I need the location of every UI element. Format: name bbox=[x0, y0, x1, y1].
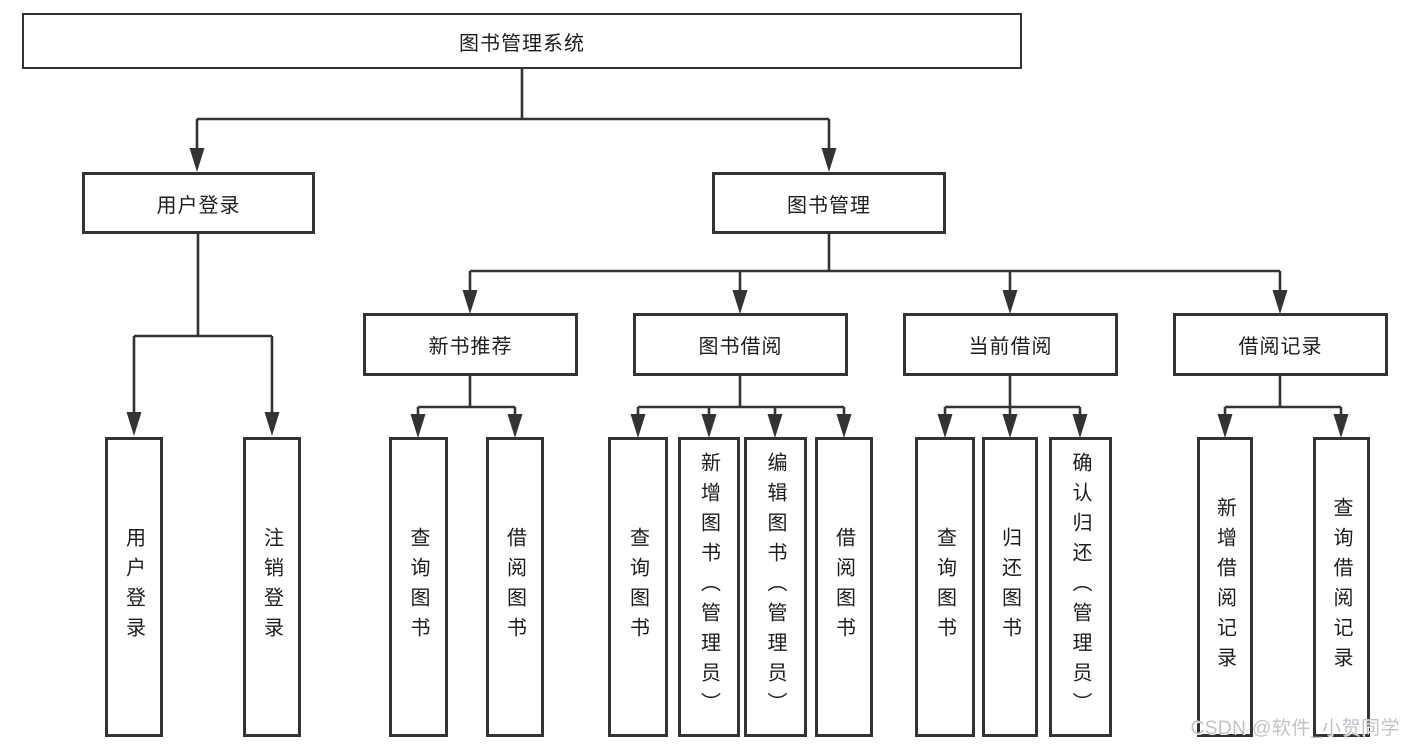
node-book-management: 图书管理 bbox=[712, 172, 946, 234]
node-borrow-records: 借阅记录 bbox=[1173, 313, 1388, 376]
leaf-user-login: 用户登录 bbox=[105, 437, 163, 737]
node-user-login: 用户登录 bbox=[82, 172, 315, 234]
leaf-borrow-books-1: 借阅图书 bbox=[486, 437, 544, 737]
node-book-borrow: 图书借阅 bbox=[633, 313, 848, 376]
connector-paths bbox=[132, 67, 1343, 427]
arrow-down-icon bbox=[1333, 414, 1349, 438]
leaf-borrow-books-2: 借阅图书 bbox=[815, 437, 873, 737]
node-current-borrow: 当前借阅 bbox=[903, 313, 1118, 376]
arrow-down-icon bbox=[507, 414, 523, 438]
leaf-confirm-return-admin: 确认归还（管理员） bbox=[1049, 437, 1112, 737]
leaf-logout: 注销登录 bbox=[243, 437, 301, 737]
node-library-management-system: 图书管理系统 bbox=[22, 13, 1022, 69]
arrow-down-icon bbox=[1272, 290, 1288, 314]
csdn-watermark: CSDN @软件_小贺同学 bbox=[1190, 718, 1400, 739]
leaf-edit-book-admin: 编辑图书（管理员） bbox=[744, 437, 807, 737]
arrow-down-icon bbox=[189, 148, 205, 172]
arrow-down-icon bbox=[1002, 290, 1018, 314]
arrow-down-icon bbox=[264, 412, 280, 436]
arrow-down-icon bbox=[767, 414, 783, 438]
arrow-down-icon bbox=[732, 290, 748, 314]
arrow-down-icon bbox=[126, 412, 142, 436]
leaf-query-books-2: 查询图书 bbox=[608, 437, 668, 737]
leaf-query-books-3: 查询图书 bbox=[915, 437, 975, 737]
arrow-down-icon bbox=[836, 414, 852, 438]
arrow-down-icon bbox=[937, 414, 953, 438]
leaf-query-borrow-record: 查询借阅记录 bbox=[1313, 437, 1370, 737]
arrow-down-icon bbox=[410, 414, 426, 438]
arrow-down-icon bbox=[701, 414, 717, 438]
arrow-down-icon bbox=[462, 290, 478, 314]
leaf-add-book-admin: 新增图书（管理员） bbox=[678, 437, 740, 737]
arrow-down-icon bbox=[1002, 414, 1018, 438]
leaf-add-borrow-record: 新增借阅记录 bbox=[1197, 437, 1253, 737]
arrow-down-icon bbox=[1072, 414, 1088, 438]
node-new-book-recommend: 新书推荐 bbox=[363, 313, 578, 376]
arrow-down-icon bbox=[630, 414, 646, 438]
leaf-return-book: 归还图书 bbox=[982, 437, 1038, 737]
leaf-query-books-1: 查询图书 bbox=[389, 437, 448, 737]
arrow-down-icon bbox=[1217, 414, 1233, 438]
arrow-down-icon bbox=[821, 148, 837, 172]
